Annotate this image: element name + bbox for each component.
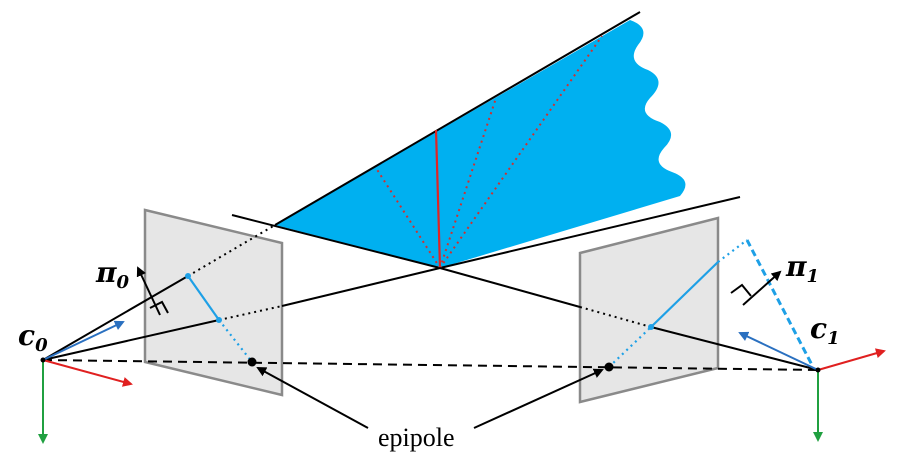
epipole-arrow-right (473, 368, 604, 429)
ray-c1-to-point (650, 326, 819, 371)
label-c0: c0 (18, 319, 48, 356)
epipole-left (247, 357, 257, 367)
epipole-arrow-left (256, 367, 369, 429)
c0-z-axis (42, 320, 125, 361)
right-angle-mark-pi0 (149, 300, 169, 314)
camera-center-c1 (815, 367, 821, 373)
image-plane-right (578, 216, 720, 404)
epipole-right (604, 362, 614, 372)
image-plane-left (143, 208, 284, 397)
point-left-top (185, 273, 191, 279)
wedge-upper-edge (274, 11, 641, 226)
c1-x-axis (817, 348, 886, 371)
ray-c1-to-point-dotted (579, 306, 652, 328)
ray-c0-to-point (42, 319, 220, 361)
ray-c0-to-apex (281, 267, 441, 307)
epipolar-line-right-dashed-c1 (745, 239, 814, 366)
epipolar-line-right-dotted-upper (717, 239, 748, 263)
epipolar-line-right-dotted-lower (608, 326, 652, 368)
epipolar-line-right (650, 261, 719, 328)
camera-center-c0 (40, 357, 46, 363)
ray-c1-to-apex (439, 267, 581, 308)
point-left-mid (216, 317, 222, 323)
ray-solid-red (434, 129, 442, 269)
right-angle-mark-pi1 (730, 283, 752, 297)
label-epipole: epipole (378, 423, 455, 452)
ray-c0-to-wedge (42, 275, 189, 361)
wedge-left-boundary (231, 214, 441, 269)
wedge-right-boundary (439, 196, 741, 269)
point-right-mid (648, 324, 654, 330)
ray-dotted-red-1 (375, 167, 441, 269)
c1-z-axis (738, 331, 819, 371)
normal-pi0-arrow (136, 266, 161, 316)
normal-pi1-arrow (742, 270, 782, 306)
ray-dotted-red-3 (439, 35, 603, 269)
label-pi1: π1 (785, 250, 819, 287)
label-pi0: π0 (95, 256, 130, 293)
epipolar-plane-wedge (275, 20, 686, 268)
epipolar-line-left (187, 275, 220, 321)
ray-c0-to-wedge-dotted (187, 224, 276, 277)
c0-x-axis (42, 359, 133, 387)
baseline (42, 359, 819, 371)
label-c1: c1 (810, 312, 840, 349)
